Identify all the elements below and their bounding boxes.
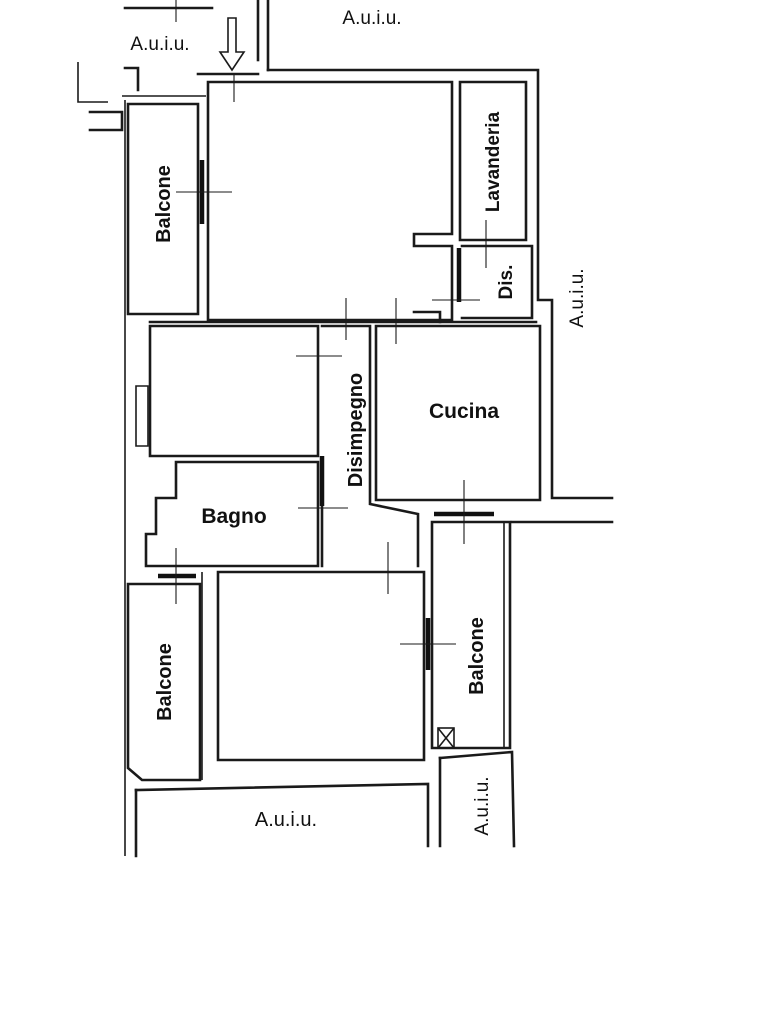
disimpegno-corridor xyxy=(298,324,420,594)
corridor-lines xyxy=(148,310,538,324)
cucina-room xyxy=(374,324,542,544)
balcone-bottom-left xyxy=(126,582,202,782)
lavanderia-room xyxy=(458,80,534,320)
top-left-fragment xyxy=(77,0,270,132)
disimpegno-label: Disimpegno xyxy=(345,373,367,487)
cucina-label: Cucina xyxy=(429,400,499,423)
auiu-bottom-right-label: A.u.i.u. xyxy=(472,776,493,835)
balcone-bottom-right xyxy=(430,520,512,750)
bottom-units xyxy=(134,750,516,858)
auiu-right-label: A.u.i.u. xyxy=(567,268,588,327)
balcone-bottom-right-label: Balcone xyxy=(466,617,488,695)
auiu-bottom-center-label: A.u.i.u. xyxy=(255,809,317,831)
bedroom-middle xyxy=(135,324,342,458)
auiu-top-center-label: A.u.i.u. xyxy=(342,8,401,29)
cross-box-icon xyxy=(437,727,455,749)
outer-envelope xyxy=(266,68,614,524)
balcone-bottom-left-label: Balcone xyxy=(154,643,176,721)
bagno-label: Bagno xyxy=(201,505,266,528)
dis-label: Dis. xyxy=(496,265,517,300)
living-room xyxy=(196,72,480,344)
balcone-top-left-label: Balcone xyxy=(153,165,175,243)
bedroom-bottom xyxy=(201,570,456,780)
balcone-top-left xyxy=(122,95,232,316)
lavanderia-label: Lavanderia xyxy=(483,111,504,212)
down-arrow-icon xyxy=(218,17,246,72)
bagno-room xyxy=(144,460,320,604)
auiu-top-left-label: A.u.i.u. xyxy=(130,34,189,55)
